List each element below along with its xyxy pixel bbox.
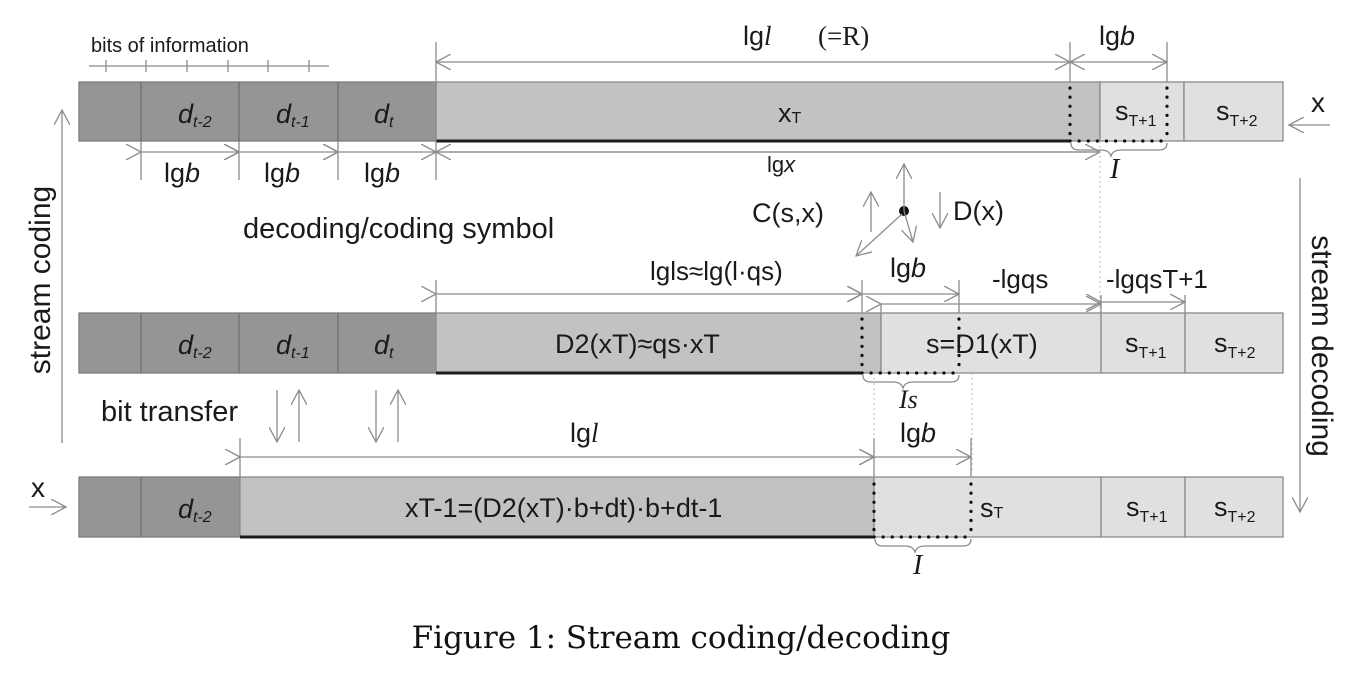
row2-lgb-label: lgb <box>890 253 926 283</box>
row2-s-t2-block <box>1184 312 1284 374</box>
row1-state-block <box>435 81 1101 142</box>
row3-s-t2-block <box>1184 476 1284 538</box>
row2-neg-lgqs1-label: -lgqsT+1 <box>1106 264 1208 294</box>
row2-cell-s-T1: sT+1 <box>1125 328 1167 362</box>
row1-s-t2-block <box>1183 81 1284 142</box>
row1-dark-block <box>78 81 437 142</box>
row3-dark-block <box>78 476 241 538</box>
row3-interval-label: I <box>912 550 924 581</box>
row3-cell-s-T2: sT+2 <box>1214 492 1256 526</box>
row3-lgl-label: lgl <box>570 418 599 448</box>
row-2: dt-2 dt-1 dt D2(xT)≈qs·xT s=D1(xT) sT+1 … <box>78 253 1284 470</box>
row-3: dt-2 xT-1=(D2(xT)·b+dt)·b+dt-1 sT sT+1 s… <box>29 418 1284 581</box>
row1-lgl-eq-R: (=R) <box>818 21 869 51</box>
coding-decoding-annotations: decoding/coding symbol C(s,x) D(x) <box>243 164 1004 256</box>
row2-lgls-label: lgls≈lg(l·qs) <box>650 256 783 286</box>
row1-cell-d-t: dt <box>374 99 394 131</box>
junction-down-arrow <box>904 210 913 242</box>
coding-function-label: C(s,x) <box>752 198 824 228</box>
row2-cell-s-T2: sT+2 <box>1214 328 1256 362</box>
row1-s-t1-block <box>1099 81 1185 142</box>
row1-lgx-label: lgx <box>767 152 796 177</box>
stream-decoding-label: stream decoding <box>1305 235 1338 457</box>
junction-diagonal-arrow <box>856 213 903 256</box>
stream-coding-label: stream coding <box>24 186 57 374</box>
row3-state-block <box>239 476 875 538</box>
row3-cell-d-t2: dt-2 <box>178 494 212 526</box>
figure-caption: Figure 1: Stream coding/decoding <box>412 620 951 656</box>
decoding-function-label: D(x) <box>953 196 1004 226</box>
row1-interval-label: I <box>1109 154 1121 185</box>
bit-transfer-label: bit transfer <box>101 396 238 428</box>
row1-x-input-label: x <box>1311 87 1325 118</box>
row3-cell-s-T: sT <box>980 493 1004 523</box>
row2-cell-D2-approx: D2(xT)≈qs·xT <box>555 329 720 359</box>
row3-lgb-label: lgb <box>900 418 936 448</box>
row1-lgb-label-2: lgb <box>264 158 300 188</box>
row1-cell-s-T2: sT+2 <box>1216 96 1258 130</box>
row2-dark-block <box>78 312 437 374</box>
row1-lgb-label-3: lgb <box>364 158 400 188</box>
decoding-coding-symbol-label: decoding/coding symbol <box>243 213 554 245</box>
row3-cell-xT1-formula: xT-1=(D2(xT)·b+dt)·b+dt-1 <box>405 493 722 523</box>
row1-interval-brace <box>1070 142 1168 159</box>
row2-cell-d-t1: dt-1 <box>276 330 310 362</box>
row1-cell-s-T1: sT+1 <box>1115 96 1157 130</box>
row3-cell-s-T1: sT+1 <box>1126 492 1168 526</box>
row1-lgb-label-1: lgb <box>164 158 200 188</box>
row2-symbol-block <box>880 312 1102 374</box>
bits-of-information-label: bits of information <box>91 35 249 57</box>
bit-transfer: bit transfer <box>101 390 398 442</box>
row2-cell-d-t: dt <box>374 330 394 362</box>
row3-interval-brace <box>874 538 972 555</box>
row3-s-T-block <box>873 476 1102 538</box>
row-1: dt-2 dt-1 dt xT sT+1 sT+2 bits of inform… <box>78 21 1330 320</box>
row1-cell-d-t2: dt-2 <box>178 99 212 131</box>
row2-interval-brace <box>862 374 960 391</box>
row1-lgl-label: lgl <box>743 21 772 51</box>
row2-state-block <box>435 312 882 374</box>
row3-x-output-label: x <box>31 472 45 503</box>
row2-neg-lgqs-label: -lgqs <box>992 264 1048 294</box>
bits-ruler <box>89 60 329 72</box>
side-labels: stream coding stream decoding <box>24 110 1338 512</box>
row2-s-t1-block <box>1100 312 1186 374</box>
row2-cell-s-eq-D1: s=D1(xT) <box>926 329 1038 359</box>
row1-cell-x-T: xT <box>778 98 802 128</box>
row1-cell-d-t1: dt-1 <box>276 99 310 131</box>
row2-cell-d-t2: dt-2 <box>178 330 212 362</box>
row2-interval-label: Is <box>898 385 918 414</box>
row3-s-t1-block <box>1100 476 1186 538</box>
row1-lgb-label: lgb <box>1099 21 1135 51</box>
